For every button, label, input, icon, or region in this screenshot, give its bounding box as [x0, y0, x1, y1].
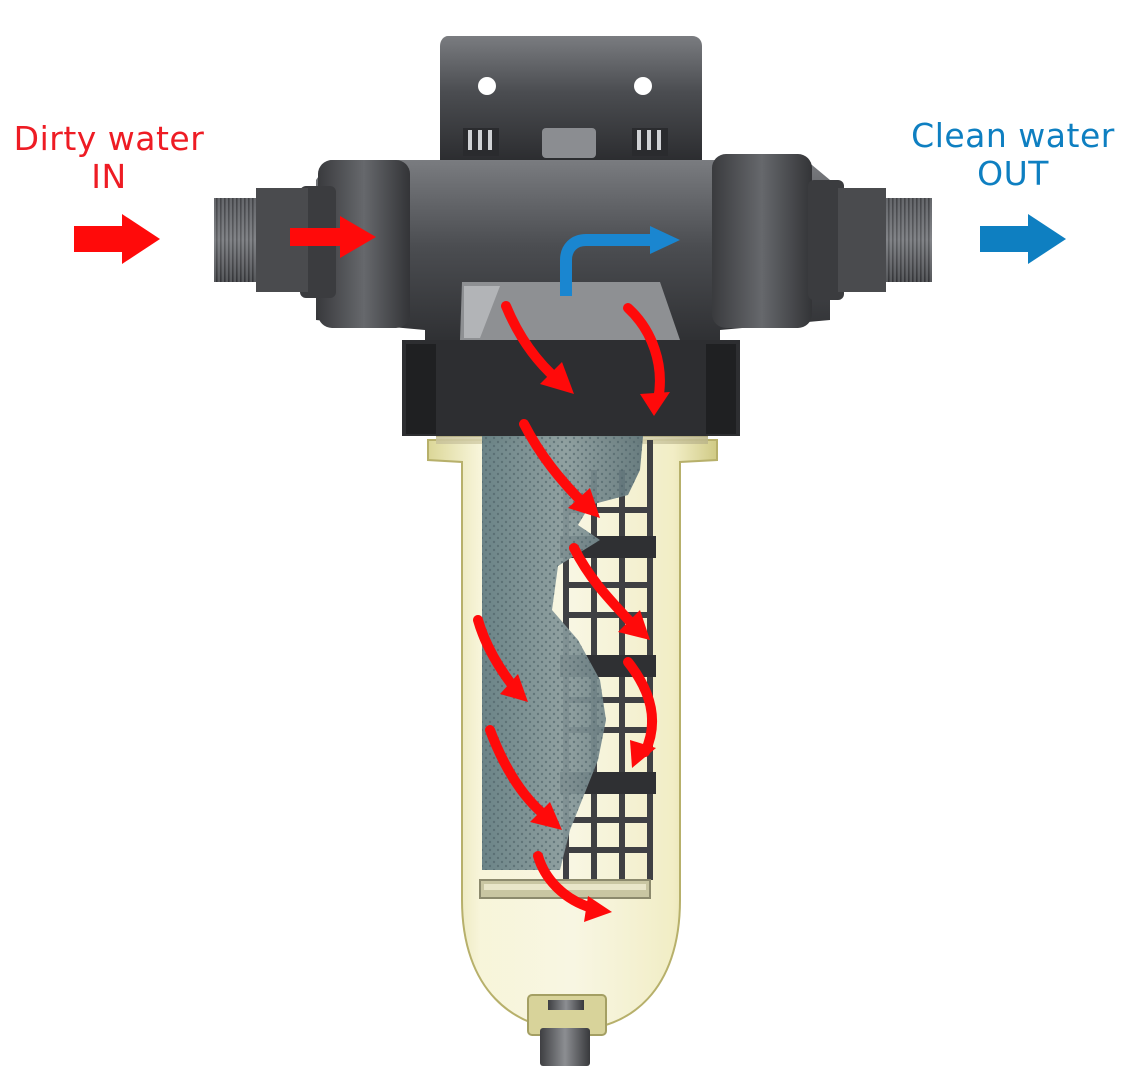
- inlet-label-line2: IN: [91, 157, 127, 196]
- clean-internal-arrow: [560, 226, 680, 296]
- flow-arrow: [569, 543, 641, 633]
- outlet-label-line1: Clean water: [911, 116, 1115, 155]
- filter-head: [300, 36, 844, 436]
- flow-arrow: [623, 303, 665, 405]
- flow-arrow: [533, 851, 597, 913]
- flow-arrow: [519, 419, 590, 510]
- outlet-pipe: [838, 188, 932, 292]
- outlet-label: Clean water OUT: [895, 117, 1131, 193]
- flow-arrow: [623, 657, 658, 757]
- inlet-internal-arrow: [290, 216, 376, 258]
- inlet-label-line1: Dirty water: [13, 119, 205, 158]
- outlet-arrow-icon: [980, 214, 1066, 264]
- filter-mesh: [482, 300, 648, 870]
- inlet-label: Dirty water IN: [0, 120, 218, 196]
- outlet-label-line2: OUT: [977, 154, 1049, 193]
- flow-arrow-heads: [500, 362, 670, 922]
- drain-valve: [527, 994, 607, 1066]
- inlet-arrow-icon: [74, 214, 160, 264]
